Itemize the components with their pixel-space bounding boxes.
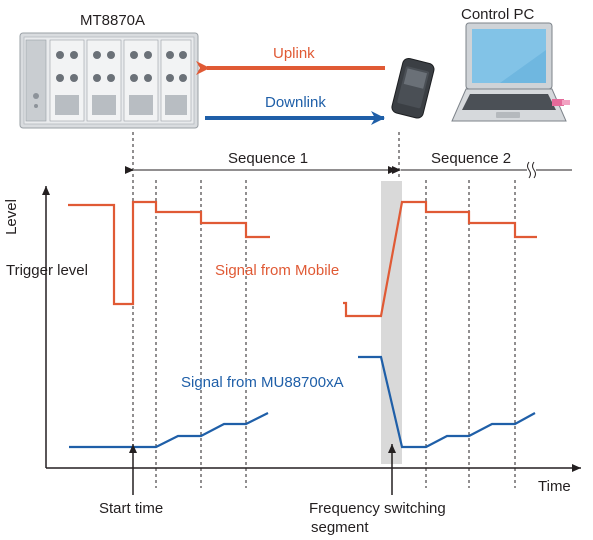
- uplink-label: Uplink: [273, 45, 315, 62]
- downlink-label: Downlink: [265, 94, 326, 111]
- instrument-label: MT8870A: [80, 12, 146, 29]
- sequence-1-label: Sequence 1: [228, 150, 309, 167]
- laptop-icon: [451, 22, 570, 122]
- pc-label: Control PC: [461, 6, 535, 23]
- y-axis-label: Level: [2, 199, 20, 235]
- mobile-signal-label: Signal from Mobile: [215, 262, 340, 279]
- sequence-2-label: Sequence 2: [431, 150, 512, 167]
- mobile-signal-seq2: [343, 200, 537, 318]
- freq-switch-label-line2: segment: [311, 519, 369, 536]
- frequency-switching-band: [381, 181, 402, 464]
- mu-signal-seq2: [358, 355, 536, 449]
- instrument-chassis-icon: [19, 32, 199, 129]
- mobile-signal-seq1: [68, 200, 270, 306]
- time-guides: [132, 132, 516, 488]
- mu-signal-seq1: [69, 412, 269, 449]
- break-mark-icon: [527, 161, 536, 179]
- mu-signal-label: Signal from MU88700xA: [181, 374, 344, 391]
- x-axis-label: Time: [538, 478, 571, 495]
- freq-switch-label-line1: Frequency switching: [309, 500, 446, 517]
- start-time-label: Start time: [99, 500, 164, 517]
- trigger-level-label: Trigger level: [6, 262, 88, 279]
- smartphone-icon: [391, 57, 435, 119]
